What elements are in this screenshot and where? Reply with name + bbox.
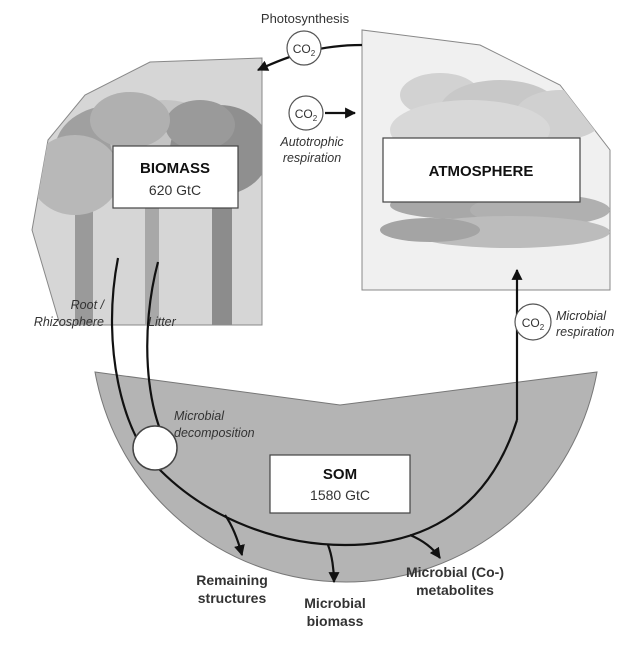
root-flow-line [110,257,519,547]
svg-text:CO2: CO2 [522,316,545,332]
biomass-value: 620 GtC [149,182,201,198]
root-label-1: Root / [71,298,106,312]
microbial-biomass-label-1: Microbial [304,595,365,611]
decomposition-node [132,425,178,471]
co2-photosynthesis: CO2 [286,30,322,66]
svg-text:CO2: CO2 [293,42,316,58]
co2-microbial-respiration: CO2 [514,303,552,341]
litter-label: Litter [148,315,177,329]
co2-autotrophic: CO2 [288,95,324,131]
atmosphere-box: ATMOSPHERE [382,137,581,203]
atmosphere-title: ATMOSPHERE [429,163,534,180]
photosynthesis-label: Photosynthesis [261,11,350,26]
microbial-biomass-label-2: biomass [307,613,364,629]
root-label-2: Rhizosphere [34,315,104,329]
autotrophic-label-1: Autotrophic [279,135,344,149]
autotrophic-label-2: respiration [283,151,341,165]
remaining-structures-label-2: structures [198,590,267,606]
decomposition-label-1: Microbial [174,409,225,423]
remaining-structures-label-1: Remaining [196,572,268,588]
biomass-box: BIOMASS 620 GtC [112,145,239,209]
som-value: 1580 GtC [310,487,370,503]
microbial-respiration-label-2: respiration [556,325,614,339]
metabolites-label-1: Microbial (Co-) [406,564,504,580]
remaining-structures-arrow [224,514,245,557]
metabolites-arrow [409,533,441,559]
som-title: SOM [323,466,357,483]
biomass-title: BIOMASS [140,160,210,177]
microbial-biomass-arrow [326,544,340,584]
microbial-respiration-label-1: Microbial [556,309,607,323]
som-box: SOM 1580 GtC [269,454,411,514]
svg-text:CO2: CO2 [295,107,318,123]
metabolites-label-2: metabolites [416,582,494,598]
decomposition-label-2: decomposition [174,426,255,440]
